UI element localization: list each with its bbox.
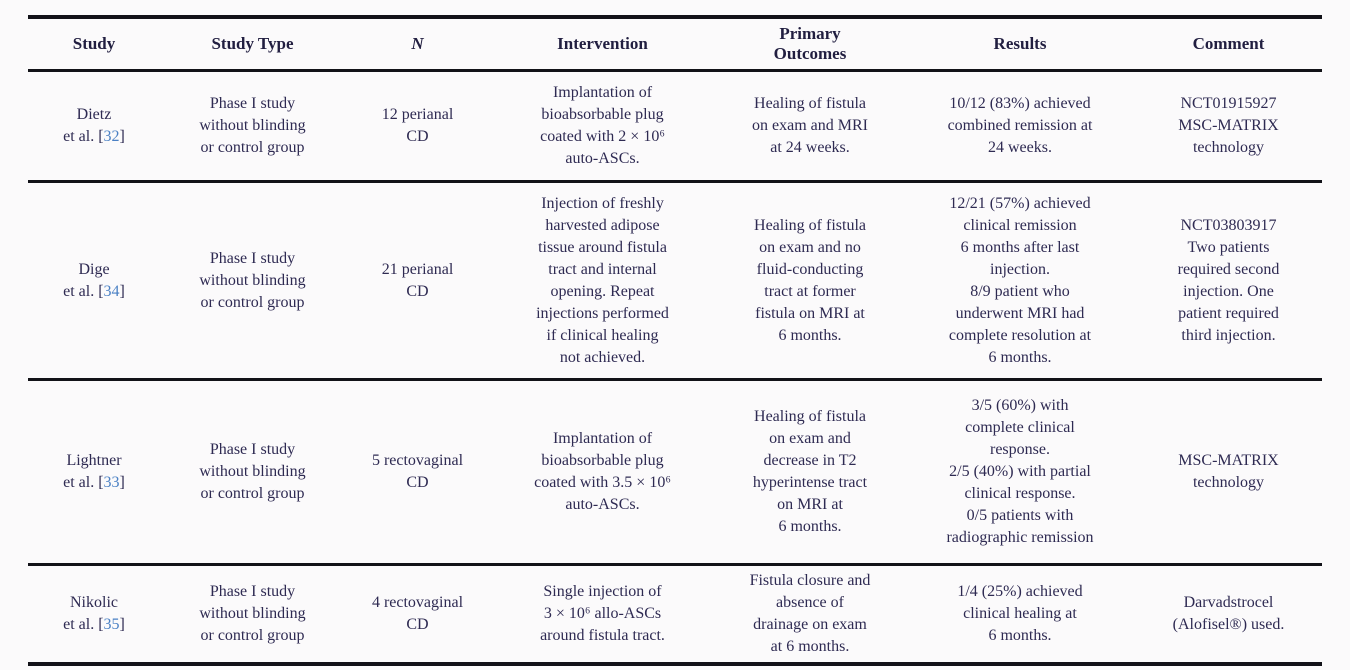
cell-primary-outcomes: Healing of fistula on exam and decrease … <box>752 408 868 535</box>
cell-n: 21 perianal CD <box>381 260 454 300</box>
table-row: Lightner et al. [33] Phase I study withou… <box>28 378 1322 563</box>
table-header-row: Study Study Type N Intervention Primary … <box>28 19 1322 72</box>
column-header-n: N <box>411 34 424 53</box>
cell-results: 10/12 (83%) achieved combined remission … <box>947 95 1093 156</box>
table-row: Dige et al. [34] Phase I study without bl… <box>28 180 1322 378</box>
column-header-study: Study <box>72 34 116 53</box>
cell-n: 4 rectovaginal CD <box>371 594 464 633</box>
study-name: Dige <box>78 260 110 278</box>
citation-link[interactable]: 33 <box>103 474 120 491</box>
column-header-results: Results <box>993 34 1047 53</box>
cell-intervention: Implantation of bioabsorbable plug coate… <box>540 84 665 167</box>
citation-prefix: et al. [ <box>63 128 104 145</box>
cell-results: 3/5 (60%) with complete clinical respons… <box>946 397 1094 546</box>
cell-comment: NCT01915927 MSC-MATRIX technology <box>1178 95 1279 156</box>
cell-intervention: Implantation of bioabsorbable plug coate… <box>534 430 671 513</box>
citation-link[interactable]: 35 <box>103 616 120 633</box>
citation-suffix: ] <box>119 282 125 300</box>
citation-link[interactable]: 32 <box>103 128 120 145</box>
cell-primary-outcomes: Healing of fistula on exam and no fluid-… <box>754 216 866 344</box>
cell-intervention: Single injection of 3 × 10⁶ allo-ASCs ar… <box>540 583 665 644</box>
table-row: Dietz et al. [32] Phase I study without b… <box>28 72 1322 180</box>
citation-prefix: et al. [ <box>63 616 104 633</box>
cell-primary-outcomes: Fistula closure and absence of drainage … <box>749 572 871 655</box>
cell-study-type: Phase I study without blinding or contro… <box>199 441 306 502</box>
cell-study-type: Phase I study without blinding or contro… <box>199 95 306 156</box>
citation-suffix: ] <box>119 128 125 145</box>
cell-study: Nikolic et al. [35] <box>28 588 160 640</box>
cell-n: 12 perianal CD <box>381 106 454 145</box>
cell-n: 5 rectovaginal CD <box>371 452 464 491</box>
cell-study-type: Phase I study without blinding or contro… <box>199 583 306 644</box>
cell-comment: MSC-MATRIX technology <box>1178 452 1279 491</box>
study-name: Lightner <box>66 452 122 469</box>
table-row: Nikolic et al. [35] Phase I study without… <box>28 563 1322 662</box>
citation-suffix: ] <box>119 616 125 633</box>
cell-primary-outcomes: Healing of fistula on exam and MRI at 24… <box>752 95 868 156</box>
clinical-studies-table: Study Study Type N Intervention Primary … <box>28 15 1322 666</box>
cell-study-type: Phase I study without blinding or contro… <box>199 249 306 311</box>
citation-prefix: et al. [ <box>63 474 104 491</box>
cell-comment: NCT03803917 Two patients required second… <box>1177 216 1280 344</box>
cell-results: 12/21 (57%) achieved clinical remission … <box>948 194 1092 366</box>
study-name: Nikolic <box>70 594 118 611</box>
citation-suffix: ] <box>119 474 125 491</box>
study-name: Dietz <box>76 106 112 123</box>
cell-comment: Darvadstrocel (Alofisel®) used. <box>1172 594 1285 633</box>
cell-study: Dietz et al. [32] <box>28 100 160 152</box>
citation-link[interactable]: 34 <box>103 282 120 300</box>
column-header-primary-outcomes: Primary Outcomes <box>773 24 847 63</box>
column-header-study-type: Study Type <box>211 34 294 53</box>
column-header-intervention: Intervention <box>557 34 648 53</box>
cell-study: Lightner et al. [33] <box>28 446 160 498</box>
cell-intervention: Injection of freshly harvested adipose t… <box>536 194 669 366</box>
column-header-comment: Comment <box>1192 34 1265 53</box>
cell-study: Dige et al. [34] <box>28 255 160 307</box>
citation-prefix: et al. [ <box>63 282 104 300</box>
cell-results: 1/4 (25%) achieved clinical healing at 6… <box>957 583 1083 644</box>
